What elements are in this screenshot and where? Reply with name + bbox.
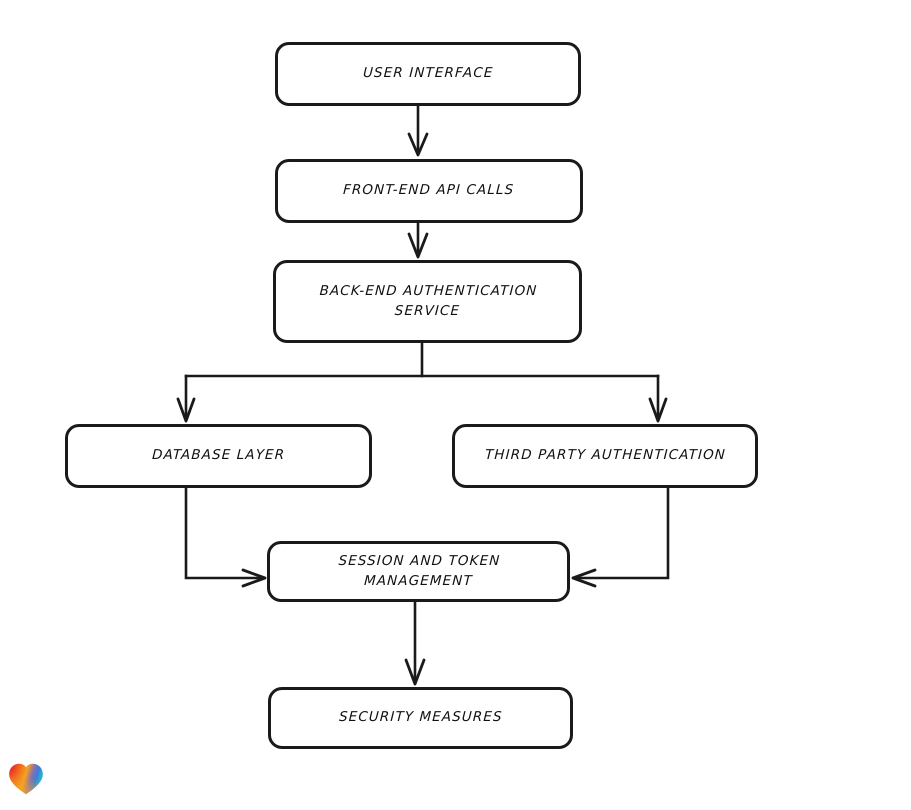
edge-back-end-split-bus bbox=[184, 341, 660, 378]
node-back-end-authentication-service[interactable]: Back-End Authentication Service bbox=[273, 260, 582, 343]
node-label-session-and-token-management: Session and Token Management bbox=[337, 552, 501, 589]
node-security-measures[interactable]: Security Measures bbox=[268, 687, 573, 749]
edge-database-layer-to-session-and-token-management bbox=[184, 486, 267, 588]
edge-session-and-token-management-to-security-measures bbox=[404, 600, 426, 686]
node-label-third-party-authentication: Third Party Authentication bbox=[484, 447, 726, 464]
node-label-user-interface: User Interface bbox=[362, 65, 494, 82]
node-front-end-api-calls[interactable]: Front-End API Calls bbox=[275, 159, 583, 223]
node-label-database-layer: Database Layer bbox=[151, 447, 286, 464]
node-label-front-end-api-calls: Front-End API Calls bbox=[343, 182, 516, 199]
edge-user-interface-to-front-end-api-calls bbox=[407, 104, 429, 157]
node-database-layer[interactable]: Database Layer bbox=[65, 424, 372, 488]
node-label-security-measures: Security Measures bbox=[338, 709, 503, 726]
node-user-interface[interactable]: User Interface bbox=[275, 42, 581, 106]
edge-back-end-authentication-service-to-third-party-authentication bbox=[648, 374, 668, 423]
node-third-party-authentication[interactable]: Third Party Authentication bbox=[452, 424, 758, 488]
edge-front-end-api-calls-to-back-end-authentication-service bbox=[407, 221, 429, 259]
heart-icon bbox=[9, 763, 43, 795]
edge-back-end-authentication-service-to-database-layer bbox=[176, 374, 196, 423]
node-label-back-end-authentication-service: Back-End Authentication Service bbox=[318, 282, 538, 319]
edge-third-party-authentication-to-session-and-token-management bbox=[571, 486, 670, 588]
node-session-and-token-management[interactable]: Session and Token Management bbox=[267, 541, 570, 602]
